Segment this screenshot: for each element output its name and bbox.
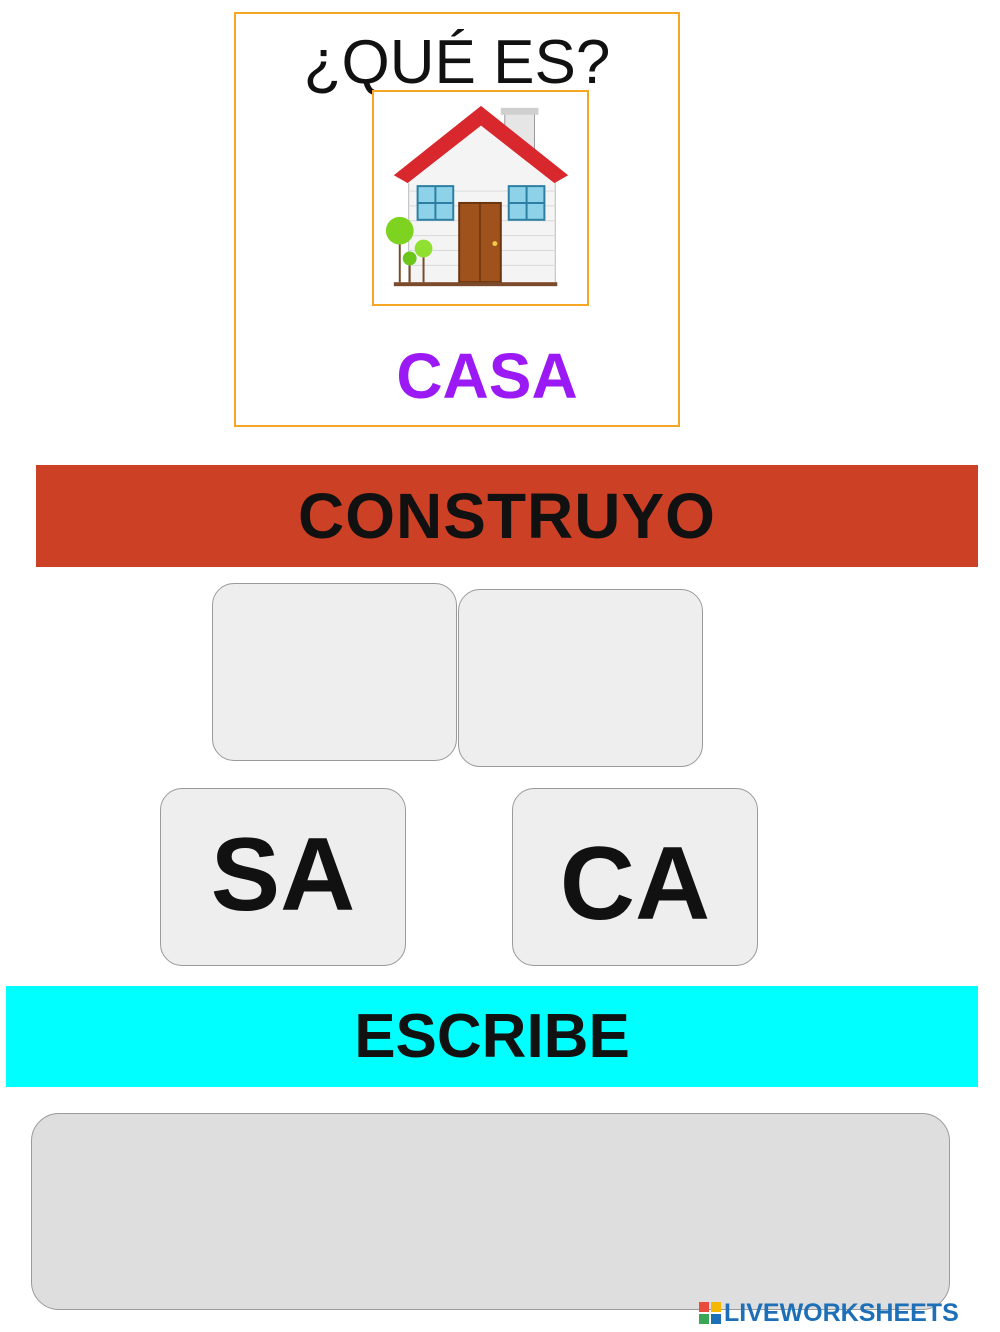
write-answer-input[interactable] <box>31 1113 950 1310</box>
liveworksheets-logo-icon <box>699 1302 721 1324</box>
question-title: ¿QUÉ ES? <box>303 28 611 97</box>
answer-word: CASA <box>396 340 578 412</box>
question-card: ¿QUÉ ES? <box>234 12 680 427</box>
write-banner: ESCRIBE <box>6 986 978 1087</box>
drop-slot-1[interactable] <box>212 583 457 761</box>
build-banner: CONSTRUYO <box>36 465 978 567</box>
brand-name: LIVEWORKSHEETS <box>724 1298 959 1327</box>
syllable-tile-ca[interactable]: CA <box>512 788 758 966</box>
syllable-tile-sa[interactable]: SA <box>160 788 406 966</box>
drop-slot-2[interactable] <box>458 589 703 767</box>
house-icon <box>385 105 569 287</box>
liveworksheets-brand: LIVEWORKSHEETS <box>698 1298 959 1328</box>
picture-frame <box>372 90 589 306</box>
